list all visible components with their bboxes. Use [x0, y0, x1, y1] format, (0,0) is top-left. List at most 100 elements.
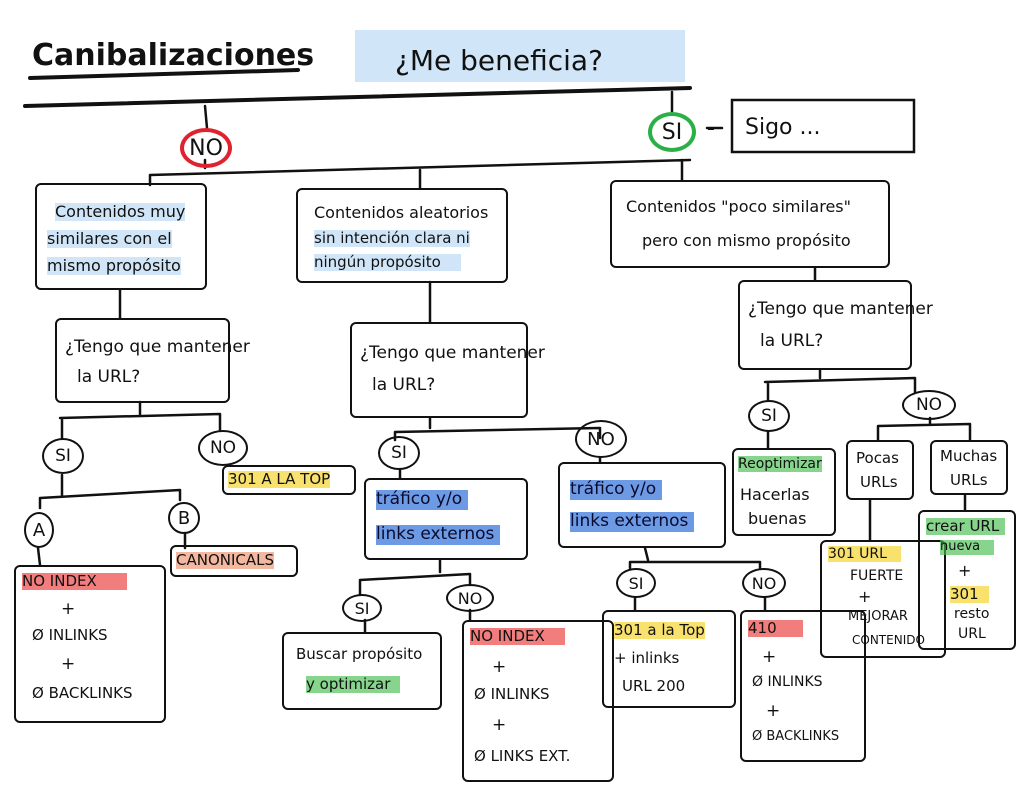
col3-muchas-action-line6: URL — [958, 626, 986, 642]
col1-no-label: NO — [209, 438, 237, 458]
col2-no2-circle: NO — [446, 584, 494, 612]
col2-top-line1: 301 a la Top — [614, 621, 705, 640]
col1-category-box: Contenidos muy similares con el mismo pr… — [35, 183, 207, 290]
col3-pocas-action-line3: + — [858, 587, 872, 606]
col3-no-label: NO — [915, 395, 943, 415]
col2-noindex-line3: Ø INLINKS — [474, 685, 550, 703]
dash-text: - — [707, 116, 715, 141]
col3-si-circle: SI — [748, 400, 790, 432]
col3-muchas-action-line1: crear URL — [926, 517, 1006, 536]
col2-no2-label: NO — [457, 588, 483, 608]
col1-a-line3: Ø INLINKS — [32, 626, 108, 644]
col2-top-line2: + inlinks — [614, 649, 680, 667]
col2-noindex-box: NO INDEX + Ø INLINKS + Ø LINKS EXT. — [462, 620, 614, 782]
col1-b-circle: B — [168, 502, 200, 534]
col1-no-circle: NO — [198, 430, 248, 466]
col1-a-action-box: NO INDEX + Ø INLINKS + Ø BACKLINKS — [14, 565, 166, 723]
col1-category-line1: Contenidos muy — [55, 202, 186, 222]
col2-traffic2-line1: tráfico y/o — [570, 479, 663, 500]
col2-si-label: SI — [391, 443, 407, 463]
col1-a-circle: A — [24, 512, 54, 548]
col1-question-box: ¿Tengo que mantener la URL? — [55, 318, 250, 403]
col3-pocas-action-line1: 301 URL — [828, 546, 901, 563]
col1-si-label: SI — [55, 446, 71, 466]
col2-no-label: NO — [587, 428, 615, 450]
col2-noindex-line5: Ø LINKS EXT. — [474, 747, 571, 765]
col1-si-circle: SI — [42, 438, 84, 474]
col3-muchas-action-line3: + — [958, 561, 972, 580]
col2-question-box: ¿Tengo que mantener la URL? — [350, 322, 545, 418]
col1-a-line4: + — [61, 654, 76, 674]
col3-pocas-box: Pocas URLs — [846, 440, 914, 500]
col2-si3-circle: SI — [616, 568, 656, 598]
col2-noindex-line1: NO INDEX — [470, 627, 565, 646]
col2-category-box: Contenidos aleatorios sin intención clar… — [296, 188, 508, 283]
col2-410-line3: Ø INLINKS — [752, 674, 823, 690]
col3-reoptimizar-box: Reoptimizar Hacerlas buenas — [732, 448, 836, 536]
col3-question-line2: la URL? — [760, 331, 824, 351]
col3-si-label: SI — [761, 406, 777, 426]
col3-question-line1: ¿Tengo que mantener — [748, 299, 933, 319]
col2-si3-label: SI — [628, 573, 644, 593]
col2-noindex-line2: + — [492, 657, 507, 677]
col3-no-circle: NO — [902, 390, 956, 420]
col3-muchas-line1: Muchas — [940, 447, 998, 465]
col1-canonicals-box: CANONICALS — [170, 545, 298, 577]
col1-a-label: A — [32, 519, 46, 541]
col3-pocas-action-line5: CONTENIDO — [852, 633, 925, 647]
root-no-circle: NO — [180, 128, 232, 168]
col2-traffic1-line2: links externos — [376, 524, 501, 545]
col3-reop-line1: Reoptimizar — [738, 456, 822, 473]
col3-category-box: Contenidos "poco similares" pero con mis… — [610, 180, 890, 268]
col2-buscar-box: Buscar propósito y optimizar — [282, 632, 442, 710]
col1-a-line1: NO INDEX — [22, 572, 127, 591]
col2-410-line1: 410 — [748, 619, 803, 638]
col3-pocas-action-line4: MEJORAR — [848, 609, 908, 624]
col2-no3-circle: NO — [742, 568, 786, 598]
col3-muchas-action-line4: 301 — [950, 585, 989, 604]
col2-question-line2: la URL? — [372, 375, 436, 395]
col3-muchas-box: Muchas URLs — [930, 440, 1008, 495]
col3-muchas-line2: URLs — [950, 471, 988, 489]
col2-traffic2-line2: links externos — [570, 511, 695, 532]
col3-pocas-line1: Pocas — [856, 449, 899, 467]
col3-muchas-action-line5: resto — [954, 606, 990, 622]
col2-buscar-line1: Buscar propósito — [296, 645, 423, 663]
col3-reop-line3: buenas — [748, 509, 807, 528]
col2-traffic-box-2: tráfico y/o links externos — [558, 462, 726, 548]
col2-410-box: 410 + Ø INLINKS + Ø BACKLINKS — [740, 610, 866, 762]
col2-410-line4: + — [766, 701, 781, 721]
col2-buscar-line2: y optimizar — [306, 675, 401, 694]
diagram-title: Canibalizaciones — [32, 38, 314, 73]
col2-no-circle: NO — [575, 420, 627, 458]
col1-category-line2: similares con el — [47, 229, 172, 249]
col1-a-line2: + — [61, 599, 76, 619]
root-si-circle: SI — [648, 112, 696, 152]
col1-b-label: B — [177, 507, 191, 529]
col2-traffic1-line1: tráfico y/o — [376, 489, 469, 510]
col3-pocas-action-box: 301 URL FUERTE + MEJORAR CONTENIDO — [820, 540, 946, 658]
col2-category-line2: sin intención clara ni — [314, 229, 470, 248]
col2-top-line3: URL 200 — [622, 677, 686, 695]
col3-reop-line2: Hacerlas — [740, 485, 810, 504]
col3-category-line1: Contenidos "poco similares" — [626, 197, 851, 216]
col3-question-box: ¿Tengo que mantener la URL? — [738, 280, 933, 370]
col1-no-action-text: 301 A LA TOP — [228, 470, 331, 489]
root-si-label: SI — [661, 119, 683, 145]
col2-category-line3: ningún propósito — [314, 253, 461, 272]
col2-si2-circle: SI — [342, 594, 382, 622]
col2-si-circle: SI — [378, 436, 420, 470]
col1-a-line5: Ø BACKLINKS — [32, 684, 133, 702]
col2-question-line1: ¿Tengo que mantener — [360, 343, 545, 363]
col2-traffic-box-1: tráfico y/o links externos — [364, 478, 528, 560]
col1-no-action-box: 301 A LA TOP — [222, 465, 356, 495]
col2-no3-label: NO — [751, 573, 777, 593]
col3-muchas-action-line2: nueva — [940, 539, 995, 555]
col1-question-line1: ¿Tengo que mantener — [65, 337, 250, 357]
col1-canonicals-text: CANONICALS — [176, 551, 275, 570]
root-no-label: NO — [189, 135, 223, 161]
col3-muchas-action-box: crear URL nueva + 301 resto URL — [918, 510, 1016, 650]
col2-noindex-line4: + — [492, 715, 507, 735]
col1-category-line3: mismo propósito — [47, 256, 181, 276]
col2-si2-label: SI — [354, 598, 370, 618]
